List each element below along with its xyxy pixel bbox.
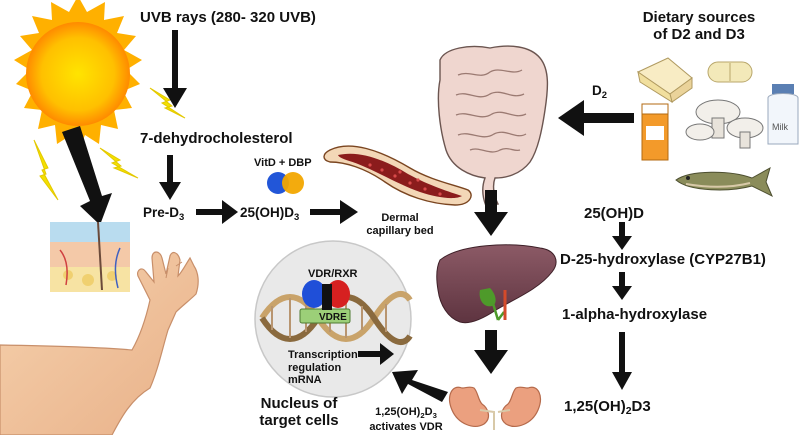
arrow-uvb-to-dhc (163, 30, 187, 108)
125-subscript: 2 (625, 405, 632, 417)
nucleus-line1: Nucleus of (260, 395, 338, 412)
dietary-sources-line1: Dietary sources (642, 9, 756, 26)
act-main: 1,25(OH) (375, 406, 421, 418)
transcription-line2: regulation (288, 361, 342, 374)
nucleus-line2: target cells (259, 412, 339, 430)
pre-d3-label: Pre-D3 (143, 205, 184, 224)
arrow-pred3-to-25ohd3 (196, 200, 238, 224)
capillary-vessel-image (323, 145, 472, 206)
dietary-milk-bottle-icon: Milk (767, 84, 799, 145)
25ohd3-main: 25(OH)D (240, 205, 295, 220)
125oh2d3-label: 1,25(OH)2D3 (564, 398, 651, 417)
uv-lightning-icon (33, 87, 186, 201)
vitd-dbp-complex-icon (267, 172, 304, 194)
d2-main: D (592, 83, 602, 98)
arrow-dhc-to-pred3 (159, 155, 181, 200)
dermal-capillary-bed-label: Dermal capillary bed (352, 212, 448, 237)
dermal-line1: Dermal (381, 212, 419, 224)
7-dehydrocholesterol-label: 7-dehydrocholesterol (140, 130, 293, 147)
act-subscript: 2 (420, 411, 425, 420)
kidney-illustration (449, 386, 541, 430)
125-main: 1,25(OH) (564, 398, 626, 415)
vdr-rxr-label: VDR/RXR (308, 268, 358, 280)
dermal-line2: capillary bed (366, 224, 434, 237)
nucleus-target-cells-label: Nucleus of target cells (254, 395, 344, 430)
arrow-transcription (358, 343, 394, 365)
act-d: D (424, 406, 433, 418)
vitd-dbp-label: VitD + DBP (254, 157, 312, 169)
arrow-intestine-to-liver (474, 190, 508, 236)
dietary-sources-line2: of D2 and D3 (653, 26, 745, 44)
transcription-line1: Transcription (288, 349, 358, 361)
vdr-rxr-receptor-icon (302, 280, 350, 310)
d2-label: D2 (592, 83, 607, 102)
arrow-cyp-to-alpha (612, 272, 632, 300)
pre-d3-subscript: 3 (179, 212, 185, 223)
dietary-cheese-icon (636, 57, 693, 104)
transcription-label: Transcription regulation mRNA (288, 349, 358, 387)
d2-subscript: 2 (601, 90, 607, 101)
skin-layers-image (50, 221, 130, 292)
dietary-tablet-icon (707, 61, 753, 83)
liver-illustration (436, 244, 557, 324)
25ohd3-subscript: 3 (294, 212, 300, 223)
vdre-label: VDRE (319, 312, 347, 323)
dietary-sources-label: Dietary sources of D2 and D3 (623, 9, 775, 44)
dietary-juice-carton-icon (641, 103, 669, 161)
arrow-alpha-to-final (612, 332, 632, 390)
pre-d3-main: Pre-D (143, 205, 180, 220)
sun-icon (14, 0, 142, 152)
arm-illustration (0, 251, 199, 435)
intestine-illustration (437, 45, 549, 207)
dietary-fish-icon (675, 166, 773, 198)
d25-hydroxylase-label: D-25-hydroxylase (CYP27B1) (560, 251, 766, 268)
uvb-rays-label: UVB rays (280- 320 UVB) (140, 9, 316, 26)
25ohd3-label: 25(OH)D3 (240, 205, 299, 224)
arrow-25ohd3-to-dermal (310, 200, 358, 224)
arrow-sun-to-skin (62, 126, 112, 225)
arrow-liver-to-kidney (474, 330, 508, 374)
arrow-25ohd-to-cyp (612, 222, 632, 250)
activates-vdr-label: 1,25(OH)2D3 activates VDR (364, 406, 448, 433)
arrow-kidney-to-nucleus (392, 370, 448, 402)
125-suffix: D3 (631, 398, 651, 415)
activates-line2: activates VDR (369, 420, 443, 433)
1-alpha-hydroxylase-label: 1-alpha-hydroxylase (562, 306, 708, 323)
milk-label: Milk (772, 122, 788, 132)
transcription-line3: mRNA (288, 374, 322, 387)
act-subscript2: 3 (432, 411, 437, 420)
25ohd-label: 25(OH)D (584, 205, 645, 222)
arrow-dietary-to-intestine (558, 100, 634, 136)
dietary-mushroom-icon (685, 99, 764, 149)
activates-line1: 1,25(OH)2D3 (364, 406, 448, 421)
